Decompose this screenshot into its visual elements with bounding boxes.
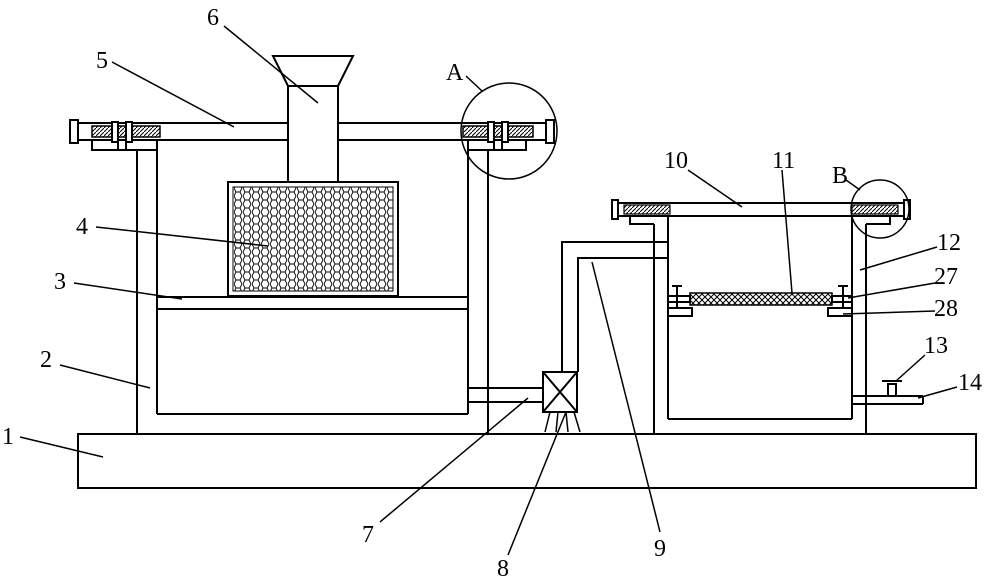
label-2: 2 xyxy=(40,347,52,373)
label-4: 4 xyxy=(76,214,88,240)
detail-circle-b xyxy=(850,179,910,239)
label-b: B xyxy=(832,163,848,189)
right-clamp xyxy=(462,121,534,151)
filter-mesh xyxy=(232,186,394,292)
label-27: 27 xyxy=(934,264,958,290)
valve-pump xyxy=(542,371,581,433)
label-10: 10 xyxy=(664,148,688,174)
right-tank xyxy=(653,216,867,434)
label-9: 9 xyxy=(654,536,666,562)
reference-labels: 1 2 3 4 5 6 7 8 9 10 11 12 27 28 13 14 A… xyxy=(2,5,982,582)
lid-bar xyxy=(611,199,911,225)
label-28: 28 xyxy=(934,296,958,322)
feed-hopper xyxy=(271,55,355,183)
detail-circle-a xyxy=(460,82,558,180)
outlet-pipe xyxy=(468,387,543,403)
drain-assembly xyxy=(852,380,924,405)
label-13: 13 xyxy=(924,333,948,359)
screen-assembly xyxy=(667,285,853,317)
label-8: 8 xyxy=(497,556,509,582)
label-14: 14 xyxy=(958,370,982,396)
label-1: 1 xyxy=(2,424,14,450)
label-7: 7 xyxy=(362,522,374,548)
label-6: 6 xyxy=(207,5,219,31)
label-a: A xyxy=(446,60,464,86)
leader-lines xyxy=(19,25,958,556)
label-12: 12 xyxy=(937,230,961,256)
riser-pipe xyxy=(561,241,668,372)
label-11: 11 xyxy=(772,148,795,174)
label-3: 3 xyxy=(54,269,66,295)
label-5: 5 xyxy=(96,48,108,74)
left-clamp xyxy=(91,121,161,151)
shelf-plate xyxy=(157,296,468,310)
base-plate xyxy=(77,433,977,489)
screen-mesh xyxy=(689,292,833,306)
